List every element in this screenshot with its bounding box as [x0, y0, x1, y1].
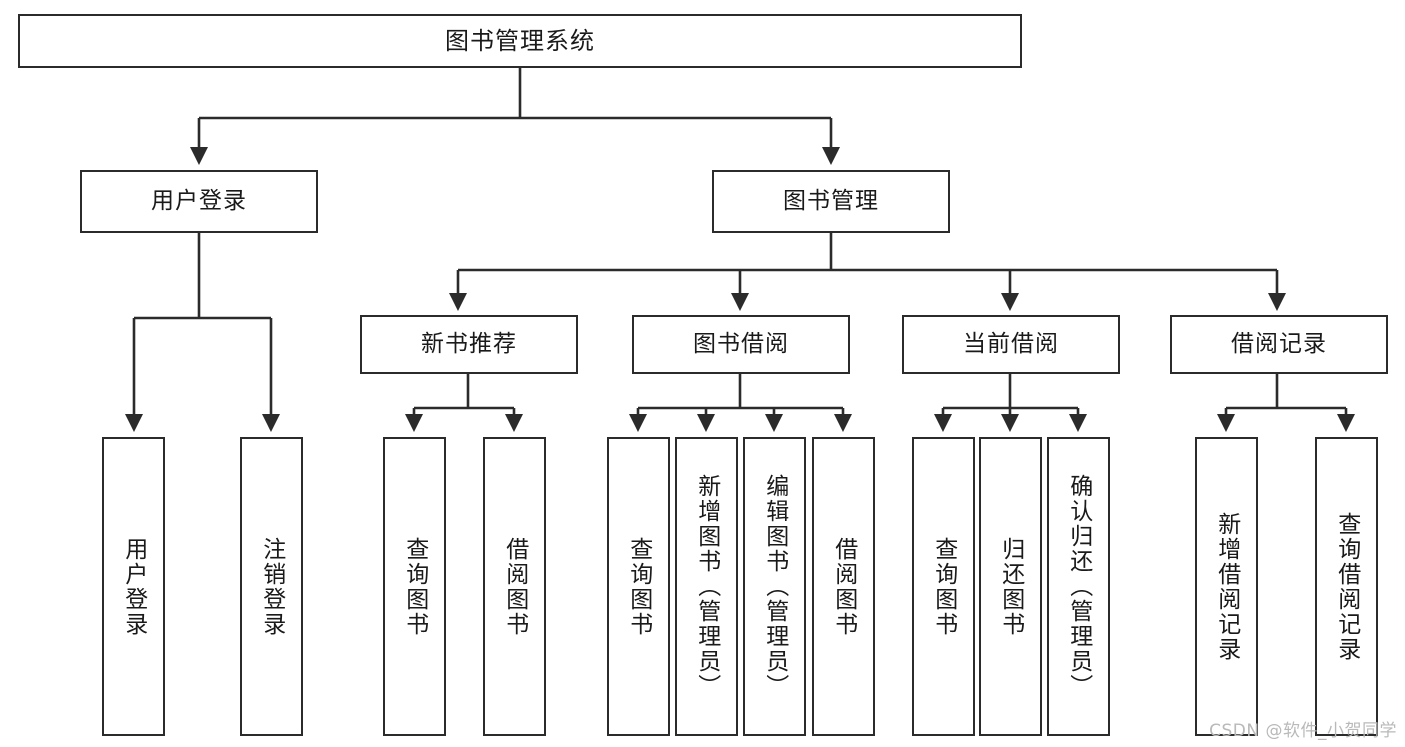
leaf-label: 归还图书 — [997, 536, 1024, 637]
leaf-borrow-query[interactable]: 查询图书 — [607, 437, 670, 736]
leaf-record-query[interactable]: 查询借阅记录 — [1315, 437, 1378, 736]
node-current-borrow-label: 当前借阅 — [963, 330, 1059, 357]
leaf-label: 编辑图书（管理员） — [761, 474, 788, 699]
node-borrow-record-label: 借阅记录 — [1231, 330, 1327, 357]
watermark: CSDN @软件_小贺同学 — [1209, 721, 1397, 741]
leaf-user-login-login[interactable]: 用户登录 — [102, 437, 165, 736]
leaf-label: 新增图书（管理员） — [693, 474, 720, 699]
leaf-borrow-edit-book[interactable]: 编辑图书（管理员） — [743, 437, 806, 736]
leaf-label: 借阅图书 — [501, 536, 528, 637]
leaf-label: 注销登录 — [258, 536, 285, 637]
leaf-current-return[interactable]: 归还图书 — [979, 437, 1042, 736]
leaf-borrow-add-book[interactable]: 新增图书（管理员） — [675, 437, 738, 736]
node-root-label: 图书管理系统 — [445, 26, 595, 55]
leaf-new-book-borrow[interactable]: 借阅图书 — [483, 437, 546, 736]
leaf-current-query[interactable]: 查询图书 — [912, 437, 975, 736]
leaf-label: 借阅图书 — [830, 536, 857, 637]
leaf-label: 用户登录 — [120, 536, 147, 637]
leaf-label: 查询借阅记录 — [1333, 511, 1360, 662]
leaf-user-login-logout[interactable]: 注销登录 — [240, 437, 303, 736]
node-user-login[interactable]: 用户登录 — [80, 170, 318, 233]
leaf-label: 查询图书 — [930, 536, 957, 637]
leaf-label: 查询图书 — [625, 536, 652, 637]
node-book-management[interactable]: 图书管理 — [712, 170, 950, 233]
leaf-label: 新增借阅记录 — [1213, 511, 1240, 662]
node-root[interactable]: 图书管理系统 — [18, 14, 1022, 68]
node-book-management-label: 图书管理 — [783, 187, 879, 214]
node-current-borrow[interactable]: 当前借阅 — [902, 315, 1120, 374]
leaf-new-book-query[interactable]: 查询图书 — [383, 437, 446, 736]
leaf-borrow-borrow-book[interactable]: 借阅图书 — [812, 437, 875, 736]
leaf-label: 确认归还（管理员） — [1065, 474, 1092, 699]
node-new-book-recommend-label: 新书推荐 — [421, 330, 517, 357]
leaf-label: 查询图书 — [401, 536, 428, 637]
node-book-borrow[interactable]: 图书借阅 — [632, 315, 850, 374]
node-new-book-recommend[interactable]: 新书推荐 — [360, 315, 578, 374]
leaf-record-add[interactable]: 新增借阅记录 — [1195, 437, 1258, 736]
node-borrow-record[interactable]: 借阅记录 — [1170, 315, 1388, 374]
leaf-current-confirm-return[interactable]: 确认归还（管理员） — [1047, 437, 1110, 736]
node-book-borrow-label: 图书借阅 — [693, 330, 789, 357]
node-user-login-label: 用户登录 — [151, 187, 247, 214]
